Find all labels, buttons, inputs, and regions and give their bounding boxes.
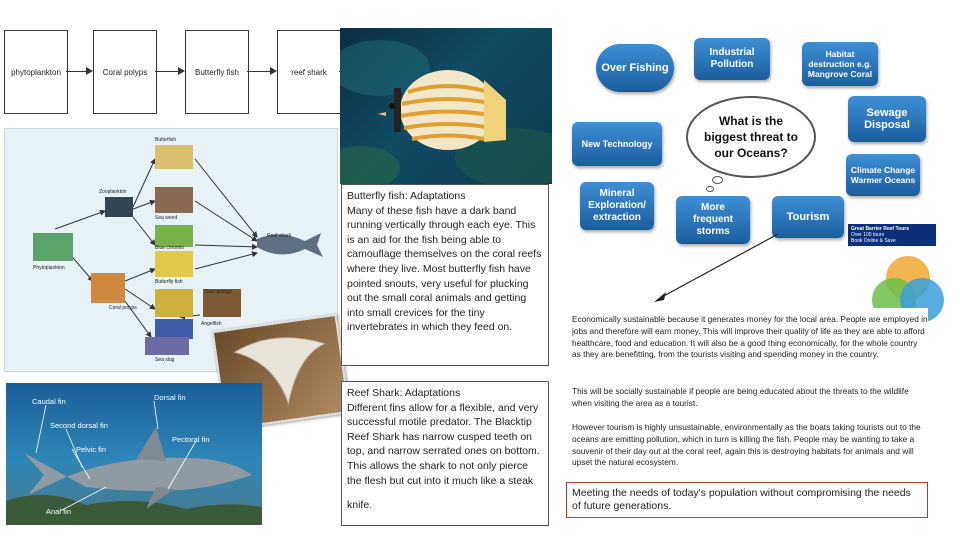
social-sustainability-text: This will be socially sustainable if peo… <box>572 386 909 408</box>
bubble-storms: More frequent storms <box>676 196 750 244</box>
bubble-tourism: Tourism <box>772 196 844 238</box>
shark-adaptations-box: Reef Shark: Adaptations Different fins a… <box>341 381 549 526</box>
tour-banner: Great Barrier Reef Tours Over 100 tours … <box>848 224 936 246</box>
bubble-label: New Technology <box>581 139 653 149</box>
chain-box-butterfly-fish: Butterfly fish <box>185 30 249 114</box>
bubble-new-technology: New Technology <box>572 122 662 166</box>
butterfly-adaptations-title: Butterfly fish: Adaptations <box>347 190 466 202</box>
economic-panel <box>566 308 928 376</box>
bubble-label: Habitat destruction e.g. Mangrove Coral <box>807 49 873 79</box>
economic-sustainability-text: Economically sustainable because it gene… <box>572 314 928 360</box>
butterfly-adaptations-box: Butterfly fish: Adaptations Many of thes… <box>341 184 549 366</box>
fw-label-coral-polyps: Coral polyps <box>109 305 137 311</box>
shark-tooth-photo <box>211 313 351 431</box>
shark-label-pectoral: Pectoral fin <box>172 435 210 444</box>
food-web-diagram: Butterfish Zooplankton Sea weed Blue chr… <box>4 128 338 372</box>
bubble-over-fishing: Over Fishing <box>596 44 674 92</box>
tourism-arrow <box>654 233 779 302</box>
shark-adaptations-body: Different fins allow for a flexible, and… <box>347 401 540 487</box>
shark-adaptations-title: Reef Shark: Adaptations <box>347 387 461 399</box>
environmental-sustainability-text: However tourism is highly unsustainable,… <box>572 422 921 468</box>
bubble-label: Climate Change Warmer Oceans <box>850 165 916 185</box>
chain-box-coral-polyps: Coral polyps <box>93 30 157 114</box>
tour-banner-line2: Over 100 tours <box>851 232 885 238</box>
chain-arrow-head <box>86 67 93 75</box>
chain-arrow-head <box>270 67 277 75</box>
shark-label-pelvic: Pelvic fin <box>76 445 107 454</box>
chain-label: Butterfly fish <box>194 67 239 77</box>
fw-label-blue-chromis: Blue chromis <box>155 245 184 251</box>
fw-label-butterfish: Butterfish <box>155 137 177 143</box>
thought-bubble-dot <box>712 176 723 184</box>
chain-label: Coral polyps <box>102 67 148 77</box>
shark-label-caudal: Caudal fin <box>32 397 66 406</box>
fw-label-angelfish: Angelfish <box>201 321 222 327</box>
fw-label-butterfly-fish: Butterfly fish <box>155 279 183 285</box>
chain-arrow <box>247 71 272 72</box>
bubble-label: Mineral Exploration/ extraction <box>588 188 646 223</box>
chain-label: reef shark <box>291 67 327 77</box>
sustainability-definition: Meeting the needs of today's population … <box>572 487 911 512</box>
chain-box-reef-shark: reef shark <box>277 30 341 114</box>
shark-label-dorsal: Dorsal fin <box>154 393 186 402</box>
bubble-label: Sewage Disposal <box>864 107 910 131</box>
sustainability-definition-box: Meeting the needs of today's population … <box>566 482 928 518</box>
chain-arrow <box>155 71 180 72</box>
bubble-label: Tourism <box>786 211 830 223</box>
tour-banner-line3: Book Online & Save <box>851 238 896 244</box>
bubble-climate-change: Climate Change Warmer Oceans <box>846 154 920 196</box>
threats-question: What is the biggest threat to our Oceans… <box>703 114 798 160</box>
chain-arrow-head <box>178 67 185 75</box>
bubble-label: Industrial Pollution <box>709 47 755 70</box>
chain-box-phytoplankton: phytoplankton <box>4 30 68 114</box>
tour-banner-title: Great Barrier Reef Tours <box>851 226 909 232</box>
bubble-industrial-pollution: Industrial Pollution <box>694 38 770 80</box>
fw-label-phytoplankton: Phytoplankton <box>33 265 65 271</box>
fw-label-sea-sponge: Sea sponge <box>205 289 232 295</box>
shark-adaptations-tail: knife. <box>347 499 373 512</box>
bubble-label: More frequent storms <box>693 202 733 237</box>
fw-label-sea-slug: Sea slug <box>155 357 175 363</box>
shark-label-anal: Anal fin <box>46 507 72 516</box>
chain-label: phytoplankton <box>11 67 61 77</box>
fw-label-reef-shark: Reef shark <box>267 233 292 239</box>
bubble-mineral-exploration: Mineral Exploration/ extraction <box>580 182 654 230</box>
chain-arrow <box>66 71 88 72</box>
shark-label-second-dorsal: Second dorsal fin <box>50 421 108 430</box>
butterfly-adaptations-body: Many of these fish have a dark band runn… <box>347 204 542 334</box>
butterfly-fish-photo <box>340 28 552 184</box>
thought-bubble-dot <box>706 186 714 192</box>
bubble-sewage-disposal: Sewage Disposal <box>848 96 926 142</box>
bubble-label: Over Fishing <box>601 62 669 74</box>
fw-label-zooplankton: Zooplankton <box>99 189 127 195</box>
fw-label-sea-weed: Sea weed <box>155 215 178 221</box>
bubble-habitat-destruction: Habitat destruction e.g. Mangrove Coral <box>802 42 878 86</box>
threats-center-cloud: What is the biggest threat to our Oceans… <box>686 96 816 178</box>
reef-shark-photo: Caudal fin Second dorsal fin Pelvic fin … <box>6 383 262 525</box>
